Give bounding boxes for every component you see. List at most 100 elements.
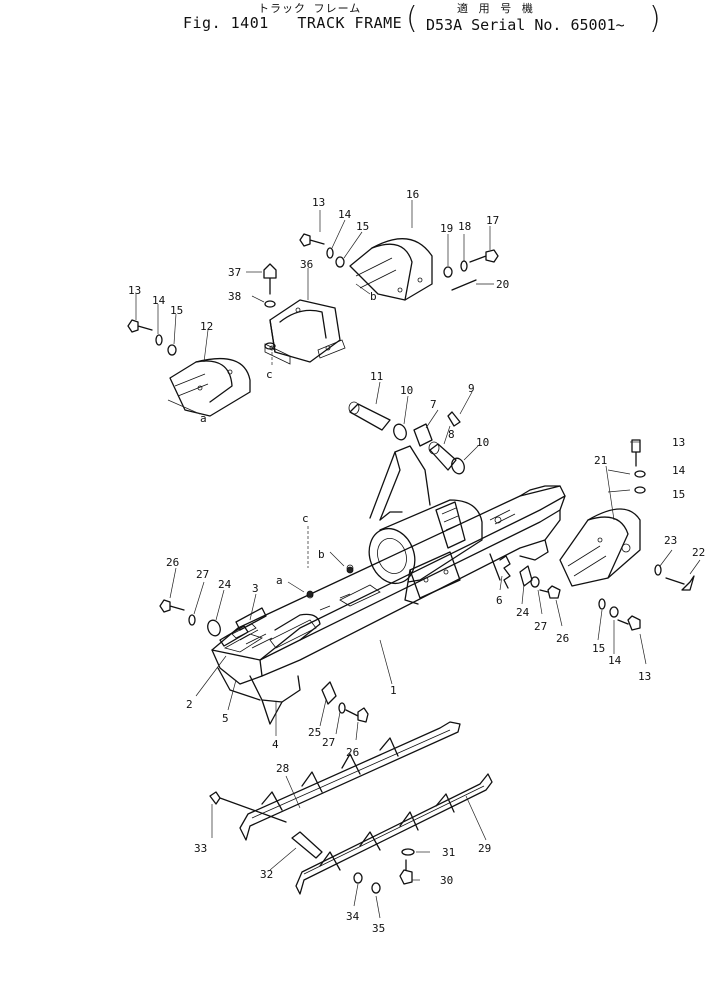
guard-29 (295, 773, 493, 895)
left-parenthesis: ( (406, 1, 418, 36)
callout-37: 37 (228, 266, 241, 279)
figure-number: Fig. 1401 (183, 14, 269, 32)
leader-lines (135, 200, 701, 919)
callout-26: 26 (556, 632, 569, 645)
grease-fitting-9 (447, 411, 461, 427)
callout-17: 17 (486, 214, 499, 227)
callout-2: 2 (186, 698, 193, 711)
link-7 (413, 423, 433, 447)
callout-11: 11 (370, 370, 383, 383)
callout-38: 38 (228, 290, 241, 303)
callout-33: 33 (194, 842, 207, 855)
bolt-22 (665, 575, 695, 591)
ref-a-lower: a (276, 574, 283, 587)
callout-23: 23 (664, 534, 677, 547)
pin-32 (291, 831, 323, 859)
callout-25: 25 (308, 726, 321, 739)
callout-15: 15 (672, 488, 685, 501)
callout-6: 6 (496, 594, 503, 607)
callout-14: 14 (672, 464, 686, 477)
callout-8: 8 (448, 428, 455, 441)
callout-7: 7 (430, 398, 437, 411)
bolt-33 (209, 791, 287, 823)
callout-13: 13 (128, 284, 141, 297)
figure-name: TRACK FRAME (297, 14, 403, 32)
track-frame-main-body (211, 445, 566, 725)
callout-4: 4 (272, 738, 279, 751)
callout-15: 15 (356, 220, 369, 233)
callout-27: 27 (196, 568, 209, 581)
callout-10: 10 (400, 384, 413, 397)
support-36 (264, 299, 346, 365)
cover-16 (349, 238, 433, 301)
callout-26: 26 (166, 556, 179, 569)
callout-13: 13 (638, 670, 651, 683)
callout-14: 14 (608, 654, 622, 667)
pin-20 (451, 279, 477, 291)
callout-15: 15 (592, 642, 605, 655)
callout-14: 14 (152, 294, 166, 307)
callout-20: 20 (496, 278, 509, 291)
bolt-26-mid (539, 585, 561, 599)
washer-24-right (519, 565, 533, 587)
right-parenthesis: ) (649, 1, 661, 36)
bolt-26-left (159, 599, 185, 613)
callout-24: 24 (516, 606, 530, 619)
pin-8 (428, 441, 457, 471)
bolt-26-bottom (345, 707, 369, 723)
cap-24-left (207, 619, 221, 637)
japanese-applicable-label: 適 用 号 機 (457, 2, 535, 15)
callout-34: 34 (346, 910, 360, 923)
figure-title: Fig. 1401 TRACK FRAME (183, 14, 402, 32)
callout-29: 29 (478, 842, 491, 855)
callout-35: 35 (372, 922, 385, 935)
washers (155, 247, 662, 894)
callout-19: 19 (440, 222, 453, 235)
callout-31: 31 (442, 846, 455, 859)
callout-3: 3 (252, 582, 259, 595)
bolt-13-top (299, 233, 325, 247)
callout-5: 5 (222, 712, 229, 725)
plate-2 (219, 625, 249, 647)
guard-28 (239, 721, 461, 841)
ref-a-upper: a (200, 412, 207, 425)
callout-10: 10 (476, 436, 489, 449)
cover-12 (169, 358, 251, 417)
callout-27: 27 (534, 620, 547, 633)
callout-9: 9 (468, 382, 475, 395)
callout-16: 16 (406, 188, 419, 201)
callout-12: 12 (200, 320, 213, 333)
bolt-30 (399, 859, 413, 885)
pin-11 (348, 401, 391, 431)
callout-26: 26 (346, 746, 359, 759)
callout-22: 22 (692, 546, 705, 559)
callout-18: 18 (458, 220, 471, 233)
bolt-13-right-top (631, 439, 641, 467)
bolt-13-right-bottom (617, 615, 641, 631)
shims-3 (235, 607, 267, 631)
callout-32: 32 (260, 868, 273, 881)
bolt-13-left (127, 319, 153, 333)
callout-13: 13 (672, 436, 685, 449)
callout-27: 27 (322, 736, 335, 749)
callout-24: 24 (218, 578, 232, 591)
japanese-title: トラック フレーム (258, 2, 362, 15)
cap-25 (321, 681, 337, 705)
ref-c-lower: c (302, 512, 309, 525)
callout-labels: 13 14 15 16 19 18 17 20 37 38 36 13 14 1… (128, 188, 705, 935)
serial-range: D53A Serial No. 65001~ (426, 16, 625, 34)
ref-b-upper: b (370, 290, 377, 303)
cover-21 (559, 508, 641, 587)
bolt-17 (469, 249, 499, 263)
callout-30: 30 (440, 874, 453, 887)
callout-21: 21 (594, 454, 607, 467)
bolt-37 (263, 263, 277, 295)
callout-28: 28 (276, 762, 289, 775)
ref-b-lower: b (318, 548, 325, 561)
callout-13: 13 (312, 196, 325, 209)
callout-15: 15 (170, 304, 183, 317)
callout-14: 14 (338, 208, 352, 221)
callout-36: 36 (300, 258, 313, 271)
